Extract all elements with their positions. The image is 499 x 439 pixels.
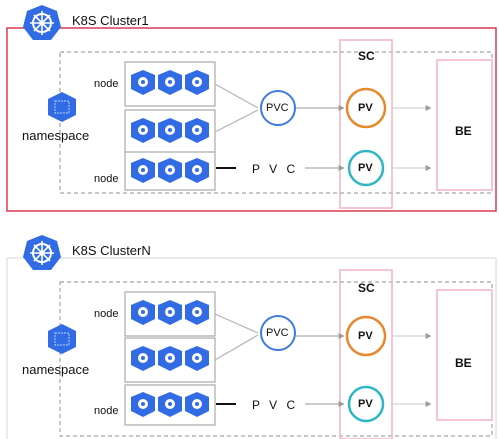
cluster-border <box>6 27 497 212</box>
pod-icon <box>131 392 155 417</box>
pod-icon <box>158 300 182 325</box>
namespace-cube-icon <box>48 324 76 354</box>
node-label: node <box>94 78 119 90</box>
pod-icon <box>185 300 209 325</box>
sc-label: SC <box>358 281 375 295</box>
pvc-circle-label: PVC <box>266 327 289 339</box>
pod-icon <box>158 392 182 417</box>
pod-icon <box>158 158 182 183</box>
pvc-circle-label: PVC <box>266 102 289 114</box>
pvc-circle <box>260 90 296 126</box>
cluster-panel-n: K8S ClusterN namespace node node PVC P V… <box>0 230 499 439</box>
pod-icon <box>185 70 209 95</box>
pod-icon <box>131 70 155 95</box>
cluster-title: K8S ClusterN <box>72 243 151 258</box>
pod-icon <box>158 70 182 95</box>
namespace-label: namespace <box>22 362 90 377</box>
pod-icon <box>185 392 209 417</box>
be-box <box>436 289 493 421</box>
node-to-pvc-line <box>214 313 259 334</box>
pv-circle-teal <box>347 149 385 187</box>
be-label: BE <box>455 356 472 370</box>
namespace-cube-icon <box>48 92 76 122</box>
cluster-panel-1: K8S Cluster1 namespace node node PVC P V… <box>0 0 499 215</box>
pod-icon <box>131 118 155 143</box>
pod-icon <box>131 158 155 183</box>
pvc-text: P V C <box>252 162 299 176</box>
pv-label: PV <box>358 102 373 114</box>
cluster-diagram-1 <box>6 5 497 212</box>
node-label: node <box>94 405 119 417</box>
pvc-text: P V C <box>252 398 299 412</box>
node-to-pvc-line <box>214 334 259 361</box>
pvc-circle <box>260 315 296 351</box>
pv-label: PV <box>358 330 373 342</box>
pod-icon <box>131 300 155 325</box>
node-label: node <box>94 173 119 185</box>
node-to-pvc-line <box>214 83 259 109</box>
pv-circle-orange <box>345 87 387 129</box>
pv-circle-teal <box>347 385 385 423</box>
pv-label: PV <box>358 162 373 174</box>
node-to-pvc-line <box>214 109 259 133</box>
be-box <box>436 59 493 191</box>
kubernetes-wheel-icon <box>23 235 61 270</box>
pod-icon <box>158 346 182 371</box>
be-label: BE <box>455 124 472 138</box>
sc-box <box>339 39 393 209</box>
pod-icon <box>158 118 182 143</box>
pod-icon <box>185 118 209 143</box>
sc-label: SC <box>358 49 375 63</box>
pod-icon <box>185 158 209 183</box>
namespace-region <box>59 281 493 437</box>
pv-circle-orange <box>345 315 387 357</box>
pv-label: PV <box>358 398 373 410</box>
node-label: node <box>94 308 119 320</box>
namespace-label: namespace <box>22 128 90 143</box>
pod-icon <box>185 346 209 371</box>
cluster-title: K8S Cluster1 <box>72 13 149 28</box>
kubernetes-wheel-icon <box>23 5 61 40</box>
cluster-diagram-n <box>6 235 497 439</box>
cluster-border <box>6 257 497 439</box>
pod-icon <box>131 346 155 371</box>
sc-box <box>339 269 393 439</box>
